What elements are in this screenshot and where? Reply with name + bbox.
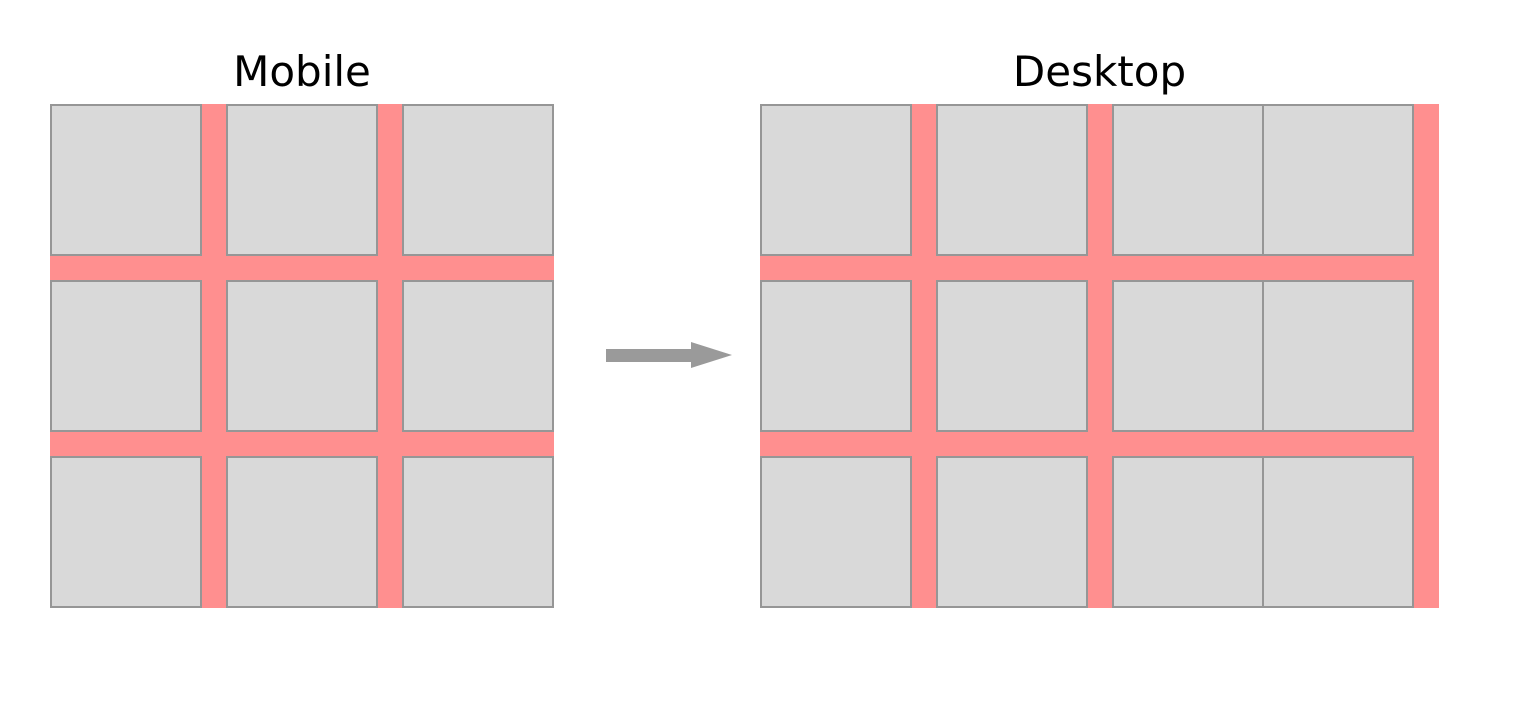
grid-cell <box>226 456 378 608</box>
grid-cell <box>1112 104 1264 256</box>
grid-row <box>50 280 554 432</box>
grid-row <box>50 456 554 608</box>
grid-cell <box>760 104 912 256</box>
mobile-title: Mobile <box>233 47 371 96</box>
grid-cell <box>760 456 912 608</box>
grid-cell <box>936 456 1088 608</box>
grid-row <box>50 104 554 256</box>
mobile-grid <box>50 104 554 608</box>
desktop-panel: Desktop <box>760 40 1439 608</box>
arrow-shaft <box>606 348 691 362</box>
grid-cell <box>226 280 378 432</box>
grid-row <box>760 280 1439 432</box>
grid-row <box>760 456 1439 608</box>
grid-cell <box>1112 456 1264 608</box>
grid-cell <box>1262 456 1414 608</box>
grid-cell <box>402 104 554 256</box>
grid-cell <box>936 104 1088 256</box>
grid-cell <box>760 280 912 432</box>
desktop-grid <box>760 104 1439 608</box>
grid-cell <box>1262 104 1414 256</box>
grid-cell <box>50 280 202 432</box>
arrow-head <box>691 342 732 368</box>
grid-cell <box>50 104 202 256</box>
grid-cell <box>226 104 378 256</box>
mobile-panel: Mobile <box>50 40 554 608</box>
right-arrow-icon <box>606 342 732 368</box>
grid-row <box>760 104 1439 256</box>
grid-cell <box>936 280 1088 432</box>
grid-cell <box>1112 280 1264 432</box>
grid-cell <box>50 456 202 608</box>
grid-cell <box>1262 280 1414 432</box>
grid-cell <box>402 280 554 432</box>
desktop-title: Desktop <box>1012 47 1187 96</box>
grid-cell <box>402 456 554 608</box>
